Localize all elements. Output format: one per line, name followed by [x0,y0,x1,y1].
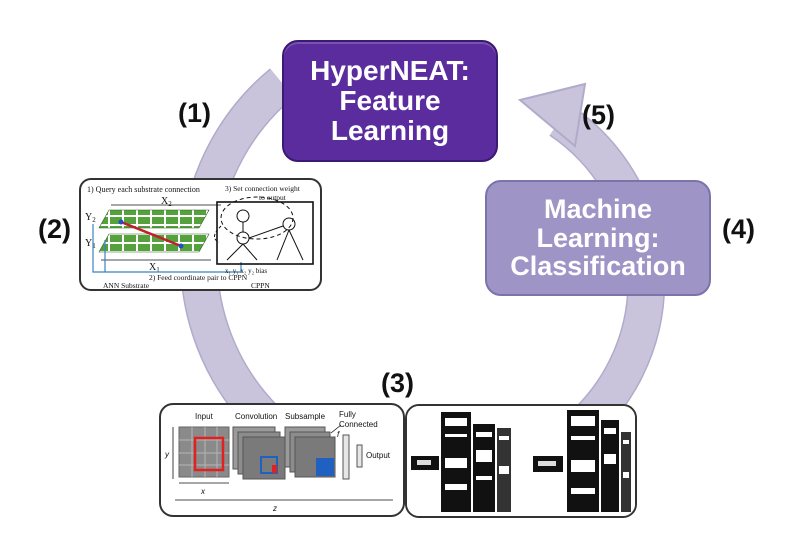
x2-label: X2 [161,196,172,208]
feature-image-left [411,412,511,512]
input-grid [178,426,230,478]
set-weight-label: 3) Set connection weight [225,184,301,193]
f-label: f [337,430,340,439]
output-label: Output [366,451,391,460]
y1-label: Y1 [85,238,96,250]
cycle-arrowhead [517,82,587,148]
fc-pointer [330,424,342,434]
cppn-network [226,209,304,261]
step-label-5: (5) [582,100,615,130]
lower-substrate-plane [98,233,210,253]
convolution-label: Convolution [235,412,277,421]
conv-activation [272,465,277,473]
feature-images [407,406,635,516]
feature-visualization-panel [405,404,637,518]
feature-image-right [533,410,631,512]
cppn-box [216,201,314,265]
hyperneat-line-feature: Feature [339,85,441,117]
output-layer [356,444,363,468]
substrate-figure: 1) Query each substrate connection 3) Se… [85,184,314,289]
query-connection-label: 1) Query each substrate connection [87,185,200,194]
subsample-unit [316,458,334,476]
step-label-2: (2) [38,214,71,244]
ann-substrate-label: ANN Substrate [103,281,150,289]
to-output-label: to output [259,193,287,202]
z-axis-label: z [272,504,277,513]
x-axis-label: x [200,487,206,496]
step-label-1: (1) [178,98,211,128]
hyperneat-title: HyperNEAT: [310,55,470,87]
cnn-figure: Input Convolution Subsample Fully Connec… [164,410,393,513]
machine-learning-classification-box: Machine Learning: Classification [485,180,711,296]
subsample-maps [284,426,336,478]
feed-arrow-line [92,224,242,273]
ml-line-learning: Learning: [536,222,660,253]
ann-substrate-cppn-panel: 1) Query each substrate connection 3) Se… [79,178,322,291]
y-axis-label: y [164,450,170,459]
x1-label: X1 [149,262,160,274]
hyperneat-feature-learning-box: HyperNEAT: Feature Learning [282,40,498,162]
weight-dashed-arrow [214,225,222,243]
cppn-inputs-label: x₁ y₁ x₂ y₂ bias [225,267,267,275]
substrate-connection-line [120,220,182,248]
convolution-maps [232,426,286,480]
upper-substrate-plane [98,209,210,229]
step-label-4: (4) [722,214,755,244]
cnn-architecture-panel: Input Convolution Subsample Fully Connec… [159,403,405,517]
cppn-dashed-region [220,196,294,240]
connected-label: Connected [339,420,378,429]
source-node [118,219,124,225]
step-label-3: (3) [381,368,414,398]
fully-connected-layer [342,434,350,480]
feed-coordinate-label: 2) Feed coordinate pair to CPPN [149,273,248,282]
fully-label: Fully [339,410,356,419]
ml-line-machine: Machine [543,194,653,225]
receptive-field-box [193,436,225,472]
subsample-label: Subsample [285,412,326,421]
cppn-label: CPPN [251,281,270,289]
ml-line-classification: Classification [510,251,686,282]
input-label: Input [195,412,214,421]
y2-label: Y2 [85,212,96,224]
target-node [178,243,184,249]
hyperneat-line-learning: Learning [330,114,450,146]
